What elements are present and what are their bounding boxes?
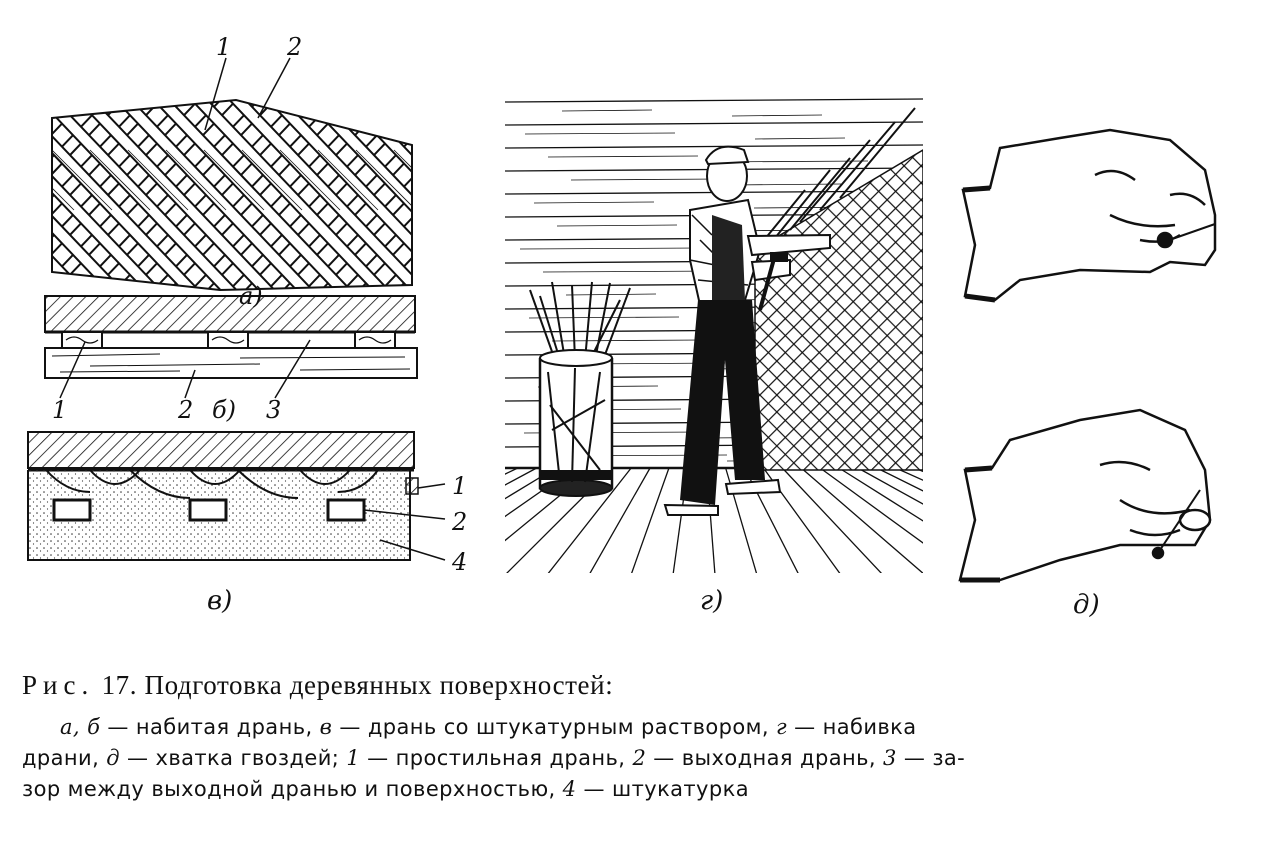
callout-b-3: 3 [266, 396, 282, 424]
caption-text: — за- [896, 746, 966, 770]
lath-strip [179, 100, 401, 290]
lath-strip [0, 90, 18, 300]
callout-v-1: 1 [452, 472, 468, 500]
caption-line-1: а, б — набитая дрань, в — дрань со штука… [22, 712, 1234, 743]
caption-text: — набивка [787, 715, 917, 739]
callout-a-2: 2 [287, 33, 303, 61]
caption-text: — набитая дрань, [100, 715, 320, 739]
panel-g-scene [505, 98, 923, 573]
lath-strip [52, 100, 211, 290]
lath-strip [293, 100, 412, 290]
caption-prefix: Рис. [22, 670, 95, 700]
caption-text: драни, [22, 746, 107, 770]
callout-b-2: 2 [178, 396, 194, 424]
caption-ref: 1 [346, 746, 361, 770]
lath-strip [52, 100, 173, 290]
panel-v-letter: в) [207, 586, 233, 616]
panel-a-lattice [0, 90, 702, 300]
panel-d-letter: д) [1073, 590, 1100, 620]
panel-g-letter: г) [700, 586, 724, 616]
caption-ref: в [319, 715, 333, 739]
caption-ref: 3 [883, 746, 897, 770]
caption-line-2: драни, д — хватка гвоздей; 1 — простильн… [22, 743, 1234, 774]
callout-v-4: 4 [452, 548, 468, 576]
caption-text: — дрань со штукатурным раствором, [332, 715, 777, 739]
lath-strip [448, 90, 664, 300]
caption-ref: 4 [562, 777, 577, 801]
caption-line-3: зор между выходной дранью и поверхностью… [22, 774, 1234, 805]
caption-title-text: Подготовка деревянных поверхностей: [144, 670, 614, 700]
caption-text: — простильная дрань, [360, 746, 633, 770]
lath-strip [52, 100, 97, 290]
panel-a-letter: а) [239, 282, 263, 310]
caption-ref: 2 [632, 746, 647, 770]
caption-text: — выходная дрань, [646, 746, 884, 770]
lath-strip [407, 100, 412, 290]
lath-bucket [529, 281, 631, 497]
caption-ref: г [776, 715, 788, 739]
lath-strip [52, 100, 59, 290]
caption-text: — штукатурка [576, 777, 749, 801]
worker-figure [663, 145, 831, 516]
lath-strip [103, 100, 325, 290]
lath-strip [52, 100, 135, 290]
lath-strip [0, 90, 18, 300]
lath-strip [52, 100, 249, 290]
panel-a-callout-lines [204, 57, 291, 131]
callout-v-2: 2 [452, 508, 468, 536]
caption-text: — хватка гвоздей; [119, 746, 347, 770]
callout-b-1: 1 [52, 396, 68, 424]
caption-text: зор между выходной дранью и поверхностью… [22, 777, 563, 801]
panel-v-section [27, 431, 446, 561]
lath-strip [141, 100, 363, 290]
lath-strip [52, 100, 59, 290]
lath-strip [331, 100, 412, 290]
figure-caption-body: а, б — набитая дрань, в — дрань со штука… [22, 712, 1234, 805]
lath-strip [65, 100, 287, 290]
lath-strip [52, 100, 97, 290]
lath-strip [52, 100, 135, 290]
lath-strip [331, 100, 412, 290]
caption-number: 17. [101, 670, 138, 700]
lath-strip [448, 90, 664, 300]
lath-strip [407, 100, 412, 290]
panel-b-letter: б) [212, 396, 237, 424]
figure-caption-title: Рис. 17. Подготовка деревянных поверхнос… [22, 670, 613, 701]
caption-ref: а, б [60, 715, 101, 739]
callout-a-1: 1 [216, 33, 232, 61]
caption-ref: д [106, 746, 120, 770]
lath-strip [255, 100, 412, 290]
lath-strip [486, 90, 702, 300]
panel-b-section [44, 295, 418, 399]
lath-strip [486, 90, 702, 300]
lath-strip [217, 100, 412, 290]
panel-d-hands [958, 128, 1217, 583]
